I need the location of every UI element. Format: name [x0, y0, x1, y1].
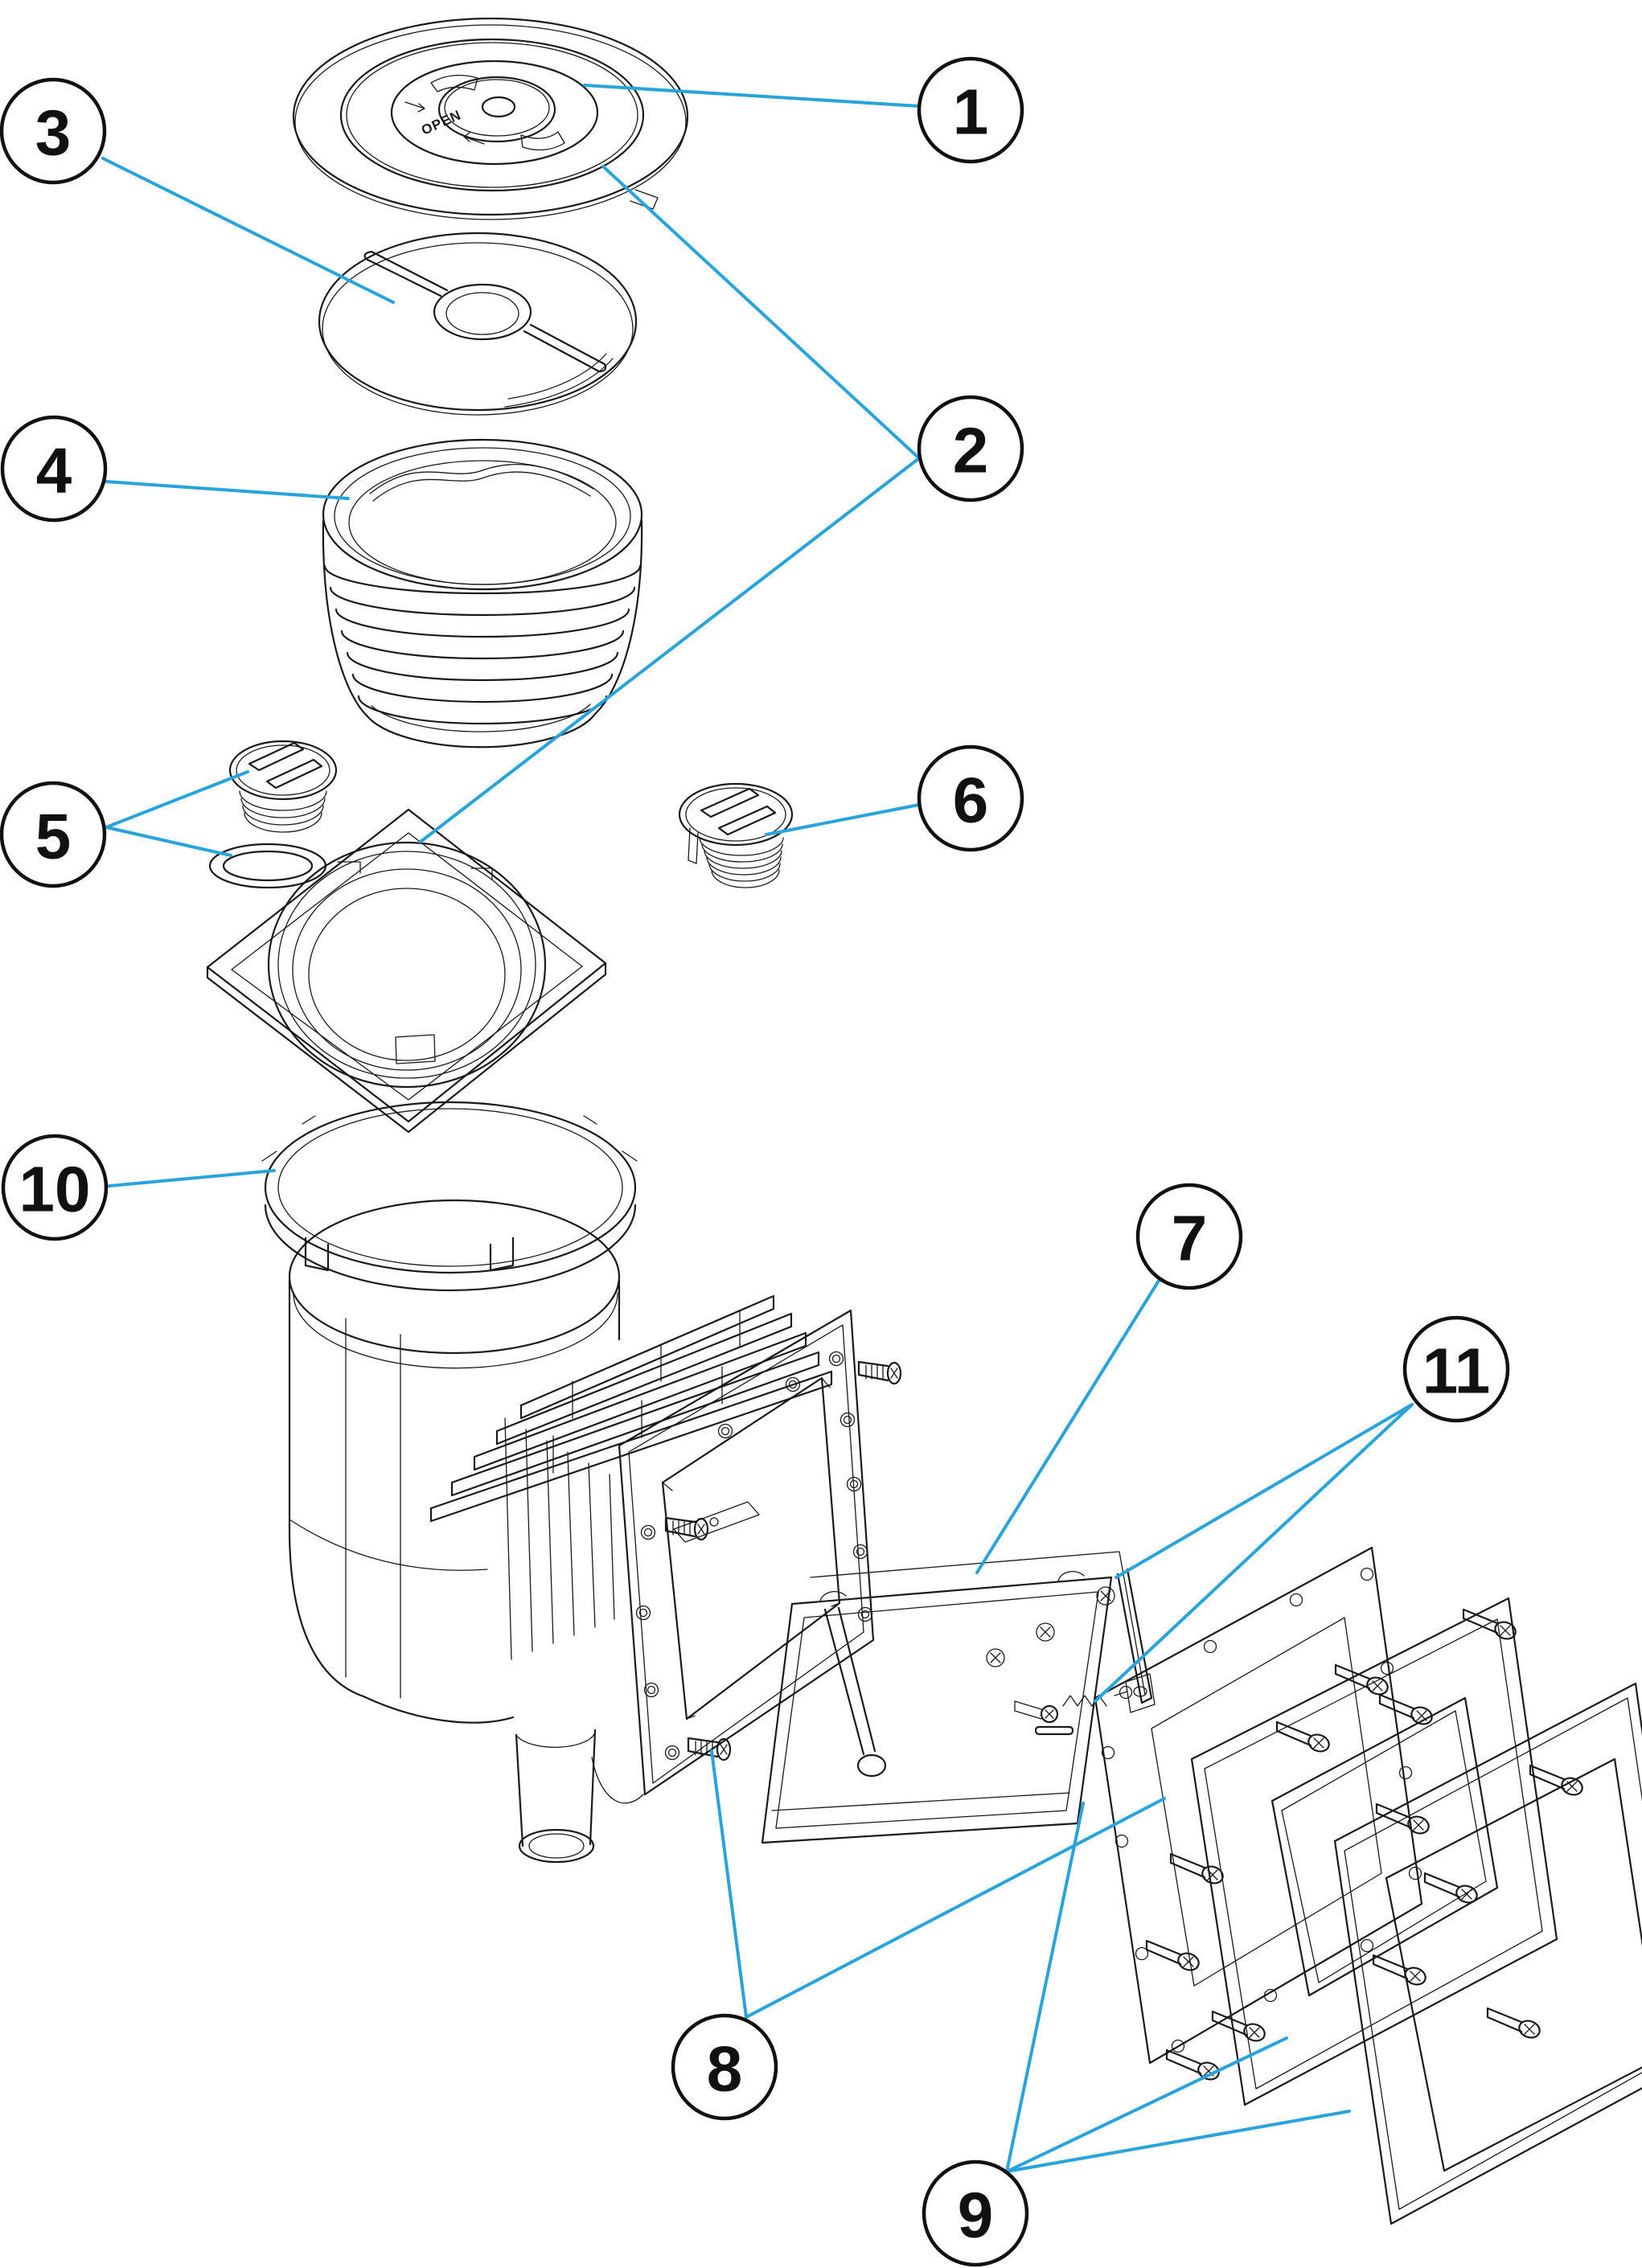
callout-2-leader-1 — [601, 165, 921, 460]
callout-4-number: 4 — [36, 435, 72, 507]
threaded-plug — [678, 782, 794, 888]
callout-leader-lines — [100, 84, 1414, 2173]
callout-9-leader-1 — [1005, 1802, 1085, 2173]
strainer-basket — [322, 438, 643, 748]
callout-2-circle — [917, 395, 1024, 502]
callout-3-leader-1 — [101, 157, 395, 304]
callout-4-circle — [0, 415, 108, 523]
callout-2-number: 2 — [953, 415, 989, 486]
callout-3-circle — [0, 77, 107, 185]
callout-8-leader-2 — [745, 1797, 1166, 2019]
gasket — [1094, 1546, 1423, 2065]
callout-9-leader-3 — [1005, 2110, 1351, 2173]
skimmer-body — [288, 1199, 875, 1864]
callout-5-leader-1 — [105, 770, 249, 829]
callout-balloon-4: 4 — [0, 415, 108, 523]
inner-cover — [318, 232, 638, 416]
callout-1-number: 1 — [953, 76, 989, 148]
adapter-ring — [261, 1101, 638, 1292]
callout-3-number: 3 — [35, 97, 72, 169]
callout-balloons: 1 2 3 4 5 6 7 8 9 10 11 — [0, 56, 1510, 2267]
callout-5-leader-2 — [105, 826, 232, 857]
callout-11-circle — [1402, 1315, 1510, 1423]
callout-6-circle — [917, 744, 1024, 852]
callout-7-leader-1 — [975, 1279, 1160, 1574]
callout-balloon-5: 5 — [0, 781, 107, 888]
o-ring — [208, 843, 327, 889]
line-art: OPEN — [206, 17, 1642, 2225]
callout-9-circle — [922, 2159, 1029, 2267]
lid-cover: OPEN — [292, 17, 689, 220]
callout-balloon-1: 1 — [917, 56, 1024, 164]
callout-1-leader-1 — [583, 84, 921, 108]
callout-10-number: 10 — [19, 1154, 91, 1225]
square-cover — [206, 808, 607, 1134]
callout-balloon-8: 8 — [671, 2013, 778, 2121]
callout-11-leader-1 — [1115, 1403, 1414, 1579]
callout-8-number: 8 — [707, 2033, 743, 2105]
callout-balloon-10: 10 — [1, 1134, 109, 1241]
callout-5-circle — [0, 781, 107, 888]
callout-balloon-11: 11 — [1402, 1315, 1510, 1423]
callout-6-leader-1 — [765, 803, 921, 836]
faceplate-frame — [1190, 1597, 1558, 2106]
callout-balloon-3: 3 — [0, 77, 107, 185]
callout-8-circle — [671, 2013, 778, 2121]
callout-11-number: 11 — [1422, 1335, 1491, 1407]
faceplate-screws — [1145, 1608, 1583, 2081]
callout-4-leader-1 — [105, 480, 350, 500]
trim-frame — [1333, 1682, 1642, 2225]
callout-1-circle — [917, 56, 1024, 164]
callout-9-number: 9 — [958, 2180, 994, 2251]
callout-8-leader-1 — [710, 1749, 748, 2019]
callout-2-leader-2 — [419, 457, 921, 843]
callout-7-number: 7 — [1172, 1203, 1208, 1274]
callout-10-circle — [1, 1134, 109, 1241]
callout-balloon-9: 9 — [922, 2159, 1029, 2267]
callout-7-circle — [1135, 1183, 1243, 1290]
callout-6-number: 6 — [953, 765, 989, 836]
callout-balloon-7: 7 — [1135, 1183, 1243, 1290]
callout-9-leader-2 — [1005, 2036, 1288, 2173]
flap-spring — [1014, 1691, 1128, 1724]
callout-balloon-2: 2 — [917, 395, 1024, 502]
callout-11-leader-2 — [1094, 1403, 1414, 1703]
callout-balloon-6: 6 — [917, 744, 1024, 852]
callout-5-number: 5 — [35, 801, 72, 872]
callout-10-leader-1 — [100, 1169, 276, 1188]
drain-plug — [228, 740, 338, 833]
